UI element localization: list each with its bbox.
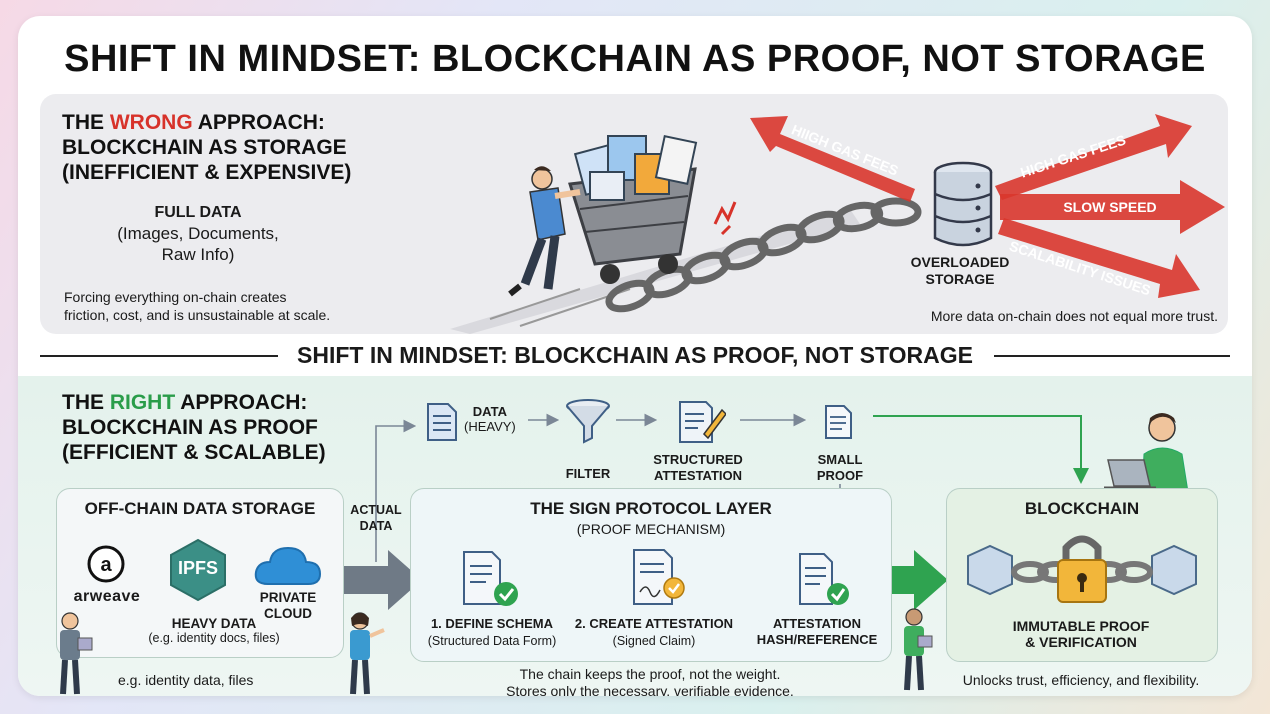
person-woman-icon [350, 612, 385, 695]
arweave-label: arweave [73, 588, 141, 605]
blockchain-title: BLOCKCHAIN [1024, 499, 1140, 518]
person-green-icon [904, 608, 933, 691]
divider-title: SHIFT IN MINDSET: BLOCKCHAIN AS PROOF, N… [297, 342, 973, 368]
wrong-highlight: WRONG [109, 111, 193, 134]
arrow-left-gas [750, 116, 915, 202]
big-arrow-gray [340, 550, 422, 610]
overloaded-cart-illustration [450, 134, 922, 334]
person-tablet-icon [60, 612, 93, 695]
wrong-approach-panel: THE WRONG APPROACH: BLOCKCHAIN AS STORAG… [40, 94, 1228, 334]
arrow-right-speed [1000, 180, 1225, 234]
arrow-right-gas [995, 114, 1192, 200]
wrong-heading: THE WRONG APPROACH: BLOCKCHAIN AS STORAG… [62, 111, 352, 184]
files-icon [573, 134, 698, 201]
step1-title: 1. DEFINE SCHEMA [430, 616, 554, 631]
wrong-footnote: Forcing everything on-chain creates fric… [64, 289, 331, 323]
right-heading: THE RIGHT APPROACH: BLOCKCHAIN AS PROOF … [62, 391, 326, 464]
divider-left [40, 355, 278, 357]
ipfs-icon [170, 538, 226, 602]
offchain-note: e.g. identity data, files [118, 672, 254, 688]
sign-subtitle: (PROOF MECHANISM) [576, 521, 726, 537]
right-approach-panel: THE RIGHT APPROACH: BLOCKCHAIN AS PROOF … [18, 376, 1252, 696]
wrong-right-note: More data on-chain does not equal more t… [930, 308, 1218, 324]
blockchain-label: IMMUTABLE PROOF & VERIFICATION [1012, 618, 1150, 650]
divider-right [994, 355, 1230, 357]
heavy-data-label: HEAVY DATA (e.g. identity docs, files) [148, 616, 280, 645]
right-highlight: RIGHT [109, 391, 176, 414]
small-proof-icon [825, 405, 852, 439]
ipfs-label: IPFS [177, 558, 218, 578]
chain-lock-icon [967, 535, 1197, 603]
person-laptop-icon [1104, 413, 1189, 492]
overloaded-storage-label: OVERLOADED STORAGE [910, 254, 1010, 287]
filter-label: FILTER [565, 466, 611, 481]
person-pushing-icon [508, 166, 581, 297]
big-arrow-green [866, 550, 948, 610]
step2-title: 2. CREATE ATTESTATION [574, 616, 734, 631]
small-proof-label: SMALL PROOF [816, 452, 864, 483]
offchain-title: OFF-CHAIN DATA STORAGE [84, 499, 316, 518]
database-icon [933, 161, 993, 247]
attestation-edit-icon [679, 401, 726, 443]
hash-reference-icon [799, 553, 849, 605]
structured-attestation-label: STRUCTURED ATTESTATION [653, 452, 743, 483]
infographic-card: SHIFT IN MINDSET: BLOCKCHAIN AS PROOF, N… [18, 16, 1252, 696]
step3-label: ATTESTATION HASH/REFERENCE [756, 616, 878, 647]
sign-title: THE SIGN PROTOCOL LAYER [530, 499, 772, 518]
actual-data-label: ACTUAL DATA [350, 503, 402, 533]
document-icon [427, 403, 457, 441]
full-data-label: FULL DATA (Images, Documents, Raw Info) [117, 204, 279, 264]
signed-claim-icon [633, 549, 685, 605]
main-title: SHIFT IN MINDSET: BLOCKCHAIN AS PROOF, N… [64, 38, 1206, 80]
schema-document-icon [463, 551, 518, 606]
flow-arrows [340, 413, 1089, 610]
consequence-arrows [750, 114, 1225, 298]
arweave-icon: a [87, 545, 125, 583]
svg-text:a: a [100, 554, 112, 576]
data-heavy-label: DATA (HEAVY) [464, 404, 516, 434]
private-cloud-label: PRIVATE CLOUD [259, 590, 317, 621]
blockchain-note: Unlocks trust, efficiency, and flexibili… [962, 672, 1200, 688]
step1-sub: (Structured Data Form) [427, 634, 557, 648]
arrow-label-slow-speed: SLOW SPEED [1063, 199, 1157, 215]
stress-icon [713, 201, 737, 236]
sign-note: The chain keeps the proof, not the weigh… [506, 666, 794, 696]
funnel-icon [566, 399, 610, 444]
arrow-right-scalability [998, 218, 1200, 298]
step2-sub: (Signed Claim) [612, 634, 696, 648]
cloud-icon [254, 546, 322, 585]
